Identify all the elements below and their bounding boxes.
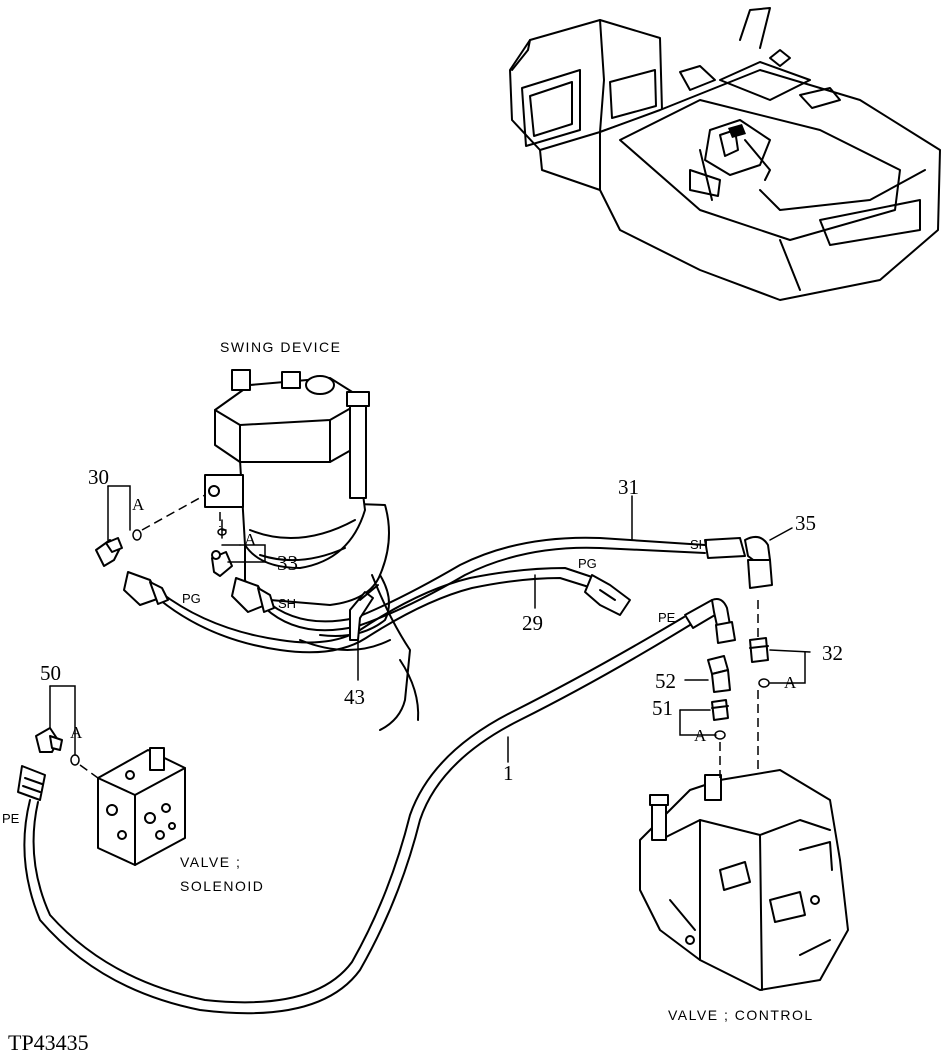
callout-a-32: A: [784, 673, 797, 692]
callout-a-51: A: [694, 726, 707, 745]
swing-device-illustration: [204, 369, 420, 731]
fitting-32: [749, 637, 769, 663]
callout-a-33: A: [244, 530, 257, 549]
callout-a-50: A: [70, 723, 83, 742]
control-valve-illustration: [639, 769, 849, 991]
leader-lines: [49, 485, 811, 779]
port-ref-sh-left: SH: [278, 596, 296, 611]
swing-device-label: SWING DEVICE: [220, 339, 341, 355]
part-number-32: 32: [822, 641, 843, 665]
part-number-52: 52: [655, 669, 676, 693]
excavator-overview-illustration: [509, 7, 941, 301]
part-number-43: 43: [344, 685, 365, 709]
part-number-51: 51: [652, 696, 673, 720]
part-number-31: 31: [618, 475, 639, 499]
callout-a-30: A: [132, 495, 145, 514]
valve-solenoid-label-line1: VALVE ;: [180, 854, 241, 870]
port-ref-sh-right: SH: [690, 537, 708, 552]
hose-routing: [17, 535, 773, 1015]
fitting-51: [711, 699, 729, 721]
port-ref-pg-left: PG: [182, 591, 201, 606]
solenoid-valve-illustration: [97, 747, 186, 866]
part-number-35: 35: [795, 511, 816, 535]
fitting-52: [707, 655, 731, 693]
valve-control-label: VALVE ; CONTROL: [668, 1007, 814, 1023]
fitting-50: [35, 727, 63, 753]
part-number-33: 33: [277, 551, 298, 575]
part-number-1: 1: [503, 761, 514, 785]
fitting-30: [95, 537, 123, 567]
port-ref-pe-right: PE: [658, 610, 676, 625]
part-number-29: 29: [522, 611, 543, 635]
part-number-30: 30: [88, 465, 109, 489]
fitting-33: [211, 550, 233, 577]
port-ref-pg-right: PG: [578, 556, 597, 571]
port-ref-pe-left: PE: [2, 811, 20, 826]
figure-id: TP43435: [8, 1030, 89, 1054]
part-number-50: 50: [40, 661, 61, 685]
valve-solenoid-label-line2: SOLENOID: [180, 878, 264, 894]
